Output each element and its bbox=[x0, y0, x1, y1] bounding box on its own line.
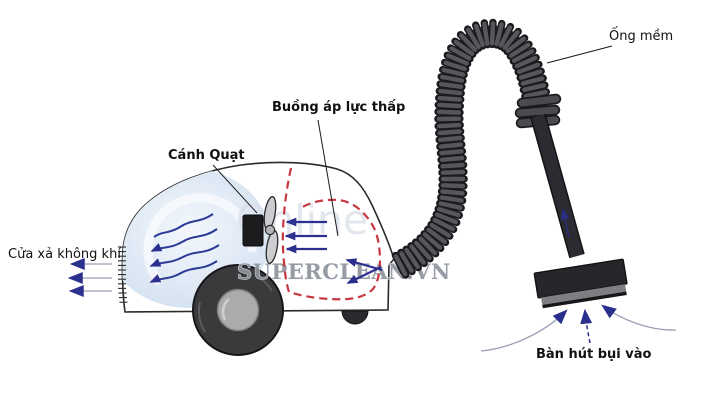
hose-ribs bbox=[393, 21, 548, 277]
hose-leader bbox=[546, 45, 613, 64]
floor-head-sole-edge bbox=[542, 291, 627, 309]
front-wheel bbox=[192, 264, 284, 356]
hose-label: Ống mềm bbox=[609, 27, 673, 44]
chamber-label: Buồng áp lực thấp bbox=[272, 100, 405, 115]
fan-assembly bbox=[242, 196, 279, 264]
wand bbox=[531, 114, 584, 258]
chamber-leader bbox=[317, 119, 339, 237]
exhaust-label: Cửa xả không khí bbox=[8, 247, 121, 262]
hose-ribs-outline bbox=[391, 18, 550, 279]
leader-lines bbox=[212, 45, 613, 237]
fan-leader bbox=[212, 164, 258, 214]
exhaust-air-arrows bbox=[67, 258, 112, 297]
motor-block bbox=[242, 214, 264, 247]
suction-arrows bbox=[480, 304, 677, 352]
head-label: Bàn hút bụi vào bbox=[536, 347, 652, 362]
rear-wheel bbox=[341, 310, 369, 325]
fan-hub bbox=[264, 224, 276, 236]
exhaust-grille bbox=[118, 246, 128, 303]
wand-suction-arrow bbox=[560, 208, 570, 238]
floor-head-sole bbox=[541, 284, 627, 305]
chamber-airflow-arrows bbox=[284, 217, 383, 284]
low-pressure-chamber-outline bbox=[281, 167, 382, 301]
fan-label: Cánh Quạt bbox=[168, 148, 245, 163]
body-airflow-arrows bbox=[149, 213, 220, 283]
floor-head bbox=[533, 258, 628, 309]
